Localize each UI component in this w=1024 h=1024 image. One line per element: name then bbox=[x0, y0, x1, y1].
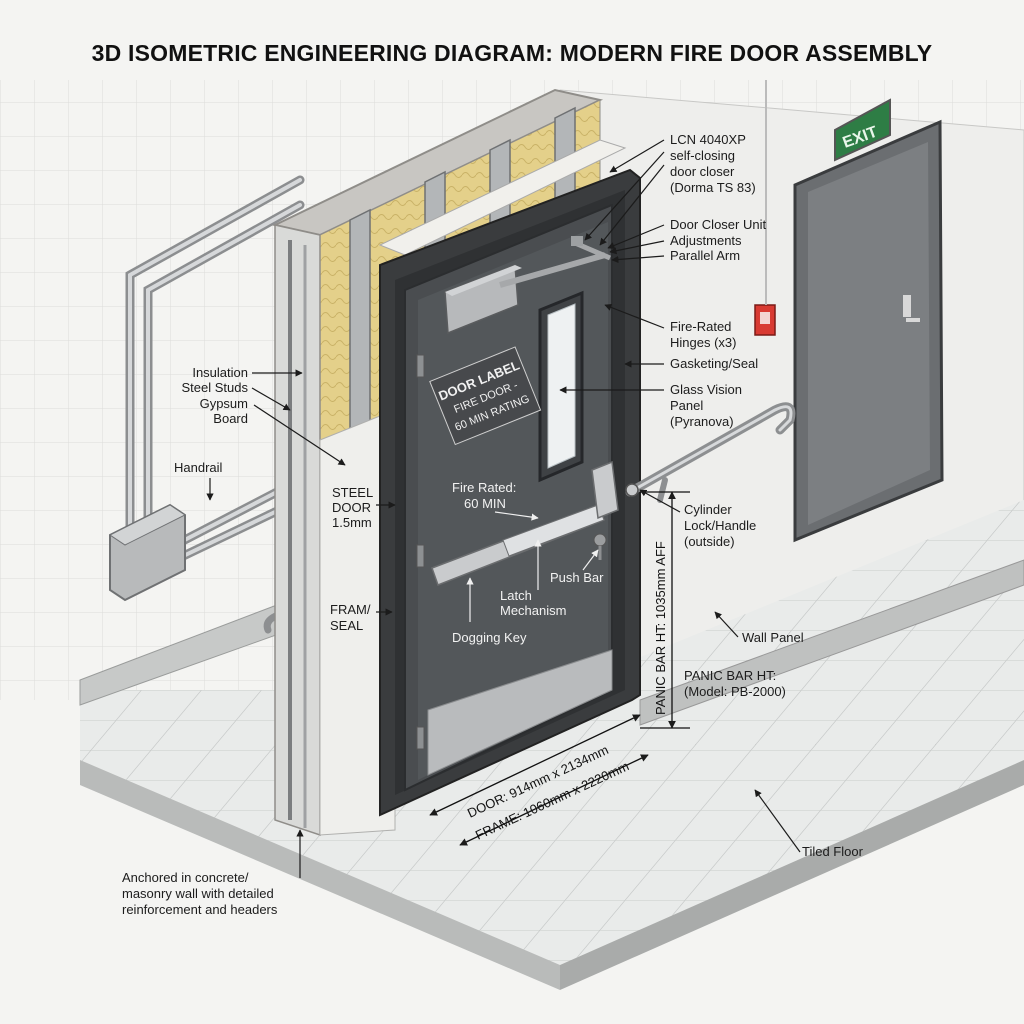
svg-text:Fire-Rated: Fire-Rated bbox=[670, 319, 731, 334]
svg-text:masonry wall with detailed: masonry wall with detailed bbox=[122, 886, 274, 901]
callout-latch: Latch Mechanism bbox=[500, 588, 566, 618]
callout-vision-panel: Glass Vision Panel (Pyranova) bbox=[670, 382, 742, 429]
callout-steel-door: STEEL DOOR 1.5mm bbox=[332, 485, 373, 530]
door-label: DOOR LABEL FIRE DOOR - 60 MIN RATING bbox=[429, 346, 542, 446]
handrail-right bbox=[625, 402, 796, 503]
callout-frame-seal: FRAM/ SEAL bbox=[330, 602, 371, 633]
leader-lines bbox=[206, 139, 801, 878]
svg-text:Glass Vision: Glass Vision bbox=[670, 382, 742, 397]
fire-alarm-box bbox=[754, 80, 776, 336]
panic-bar-height-dimension bbox=[640, 491, 690, 729]
exit-sign: EXIT bbox=[834, 98, 891, 162]
svg-text:PANIC BAR HT:: PANIC BAR HT: bbox=[684, 668, 776, 683]
callout-gasketing: Gasketing/Seal bbox=[670, 356, 758, 371]
svg-text:Latch: Latch bbox=[500, 588, 532, 603]
callout-fire-rated: Fire Rated: 60 MIN bbox=[452, 480, 516, 511]
svg-text:self-closing: self-closing bbox=[670, 148, 735, 163]
svg-text:Mechanism: Mechanism bbox=[500, 603, 566, 618]
dogging-key-icon bbox=[593, 533, 607, 560]
svg-text:(outside): (outside) bbox=[684, 534, 735, 549]
svg-text:1.5mm: 1.5mm bbox=[332, 515, 372, 530]
callout-cylinder: Cylinder Lock/Handle (outside) bbox=[684, 502, 756, 549]
callout-tiled-floor: Tiled Floor bbox=[802, 844, 864, 859]
panic-bar-height-text: PANIC BAR HT: 1035mm AFF bbox=[653, 541, 668, 715]
callout-push-bar: Push Bar bbox=[550, 570, 604, 585]
hinge-middle bbox=[416, 544, 425, 568]
callout-anchor-note: Anchored in concrete/ masonry wall with … bbox=[122, 870, 278, 917]
door-leader-lines bbox=[466, 511, 599, 622]
svg-text:60 MIN: 60 MIN bbox=[464, 496, 506, 511]
svg-text:Cylinder: Cylinder bbox=[684, 502, 732, 517]
cylinder-lock bbox=[625, 483, 639, 497]
svg-text:Fire Rated:: Fire Rated: bbox=[452, 480, 516, 495]
junction-box bbox=[109, 503, 186, 602]
panic-push-bar bbox=[431, 460, 619, 586]
svg-text:Lock/Handle: Lock/Handle bbox=[684, 518, 756, 533]
svg-text:(Pyranova): (Pyranova) bbox=[670, 414, 734, 429]
callout-handrail: Handrail bbox=[174, 460, 223, 475]
callout-insulation: Insulation bbox=[192, 365, 248, 380]
callout-panic-model: PANIC BAR HT: (Model: PB-2000) bbox=[684, 668, 786, 699]
svg-text:Hinges (x3): Hinges (x3) bbox=[670, 335, 736, 350]
svg-text:(Model: PB-2000): (Model: PB-2000) bbox=[684, 684, 786, 699]
callout-steel-studs: Steel Studs bbox=[182, 380, 249, 395]
svg-text:Panel: Panel bbox=[670, 398, 703, 413]
svg-text:Anchored in concrete/: Anchored in concrete/ bbox=[122, 870, 249, 885]
hinge-top bbox=[416, 354, 425, 378]
background-exit-door bbox=[793, 119, 944, 543]
svg-text:LCN 4040XP: LCN 4040XP bbox=[670, 132, 746, 147]
svg-text:SEAL: SEAL bbox=[330, 618, 363, 633]
svg-text:FRAM/: FRAM/ bbox=[330, 602, 371, 617]
callout-gypsum: Gypsum Board bbox=[200, 396, 248, 426]
svg-text:reinforcement and headers: reinforcement and headers bbox=[122, 902, 278, 917]
svg-text:door closer: door closer bbox=[670, 164, 735, 179]
svg-text:STEEL: STEEL bbox=[332, 485, 373, 500]
callout-adjustments: Adjustments bbox=[670, 233, 742, 248]
hinge-bottom bbox=[416, 726, 425, 750]
callout-dogging-key: Dogging Key bbox=[452, 630, 527, 645]
door-size-dimension bbox=[429, 714, 649, 846]
callout-closer-model: LCN 4040XP self-closing door closer (Dor… bbox=[670, 132, 756, 195]
svg-text:Gypsum: Gypsum bbox=[200, 396, 248, 411]
callout-closer-unit: Door Closer Unit bbox=[670, 217, 766, 232]
callout-parallel-arm: Parallel Arm bbox=[670, 248, 740, 263]
svg-text:(Dorma TS 83): (Dorma TS 83) bbox=[670, 180, 756, 195]
svg-text:Board: Board bbox=[213, 411, 248, 426]
callout-hinges: Fire-Rated Hinges (x3) bbox=[670, 319, 736, 350]
svg-text:DOOR: DOOR bbox=[332, 500, 371, 515]
door-closer bbox=[444, 236, 611, 335]
diagram-title: 3D ISOMETRIC ENGINEERING DIAGRAM: MODERN… bbox=[91, 40, 933, 66]
callout-wall-panel: Wall Panel bbox=[742, 630, 804, 645]
